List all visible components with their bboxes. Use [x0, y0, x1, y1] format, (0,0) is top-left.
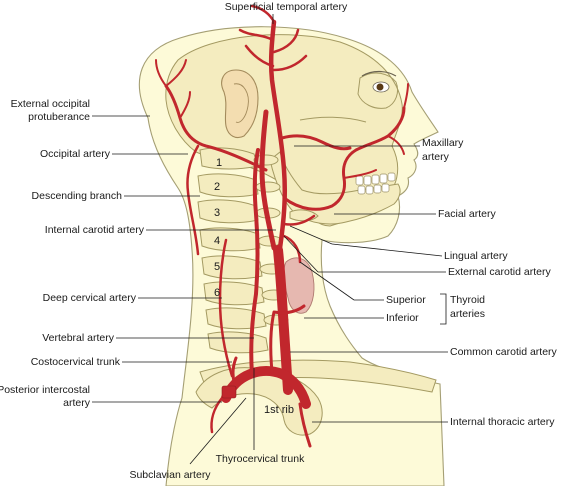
label-deep-cervical-artery: Deep cervical artery	[43, 292, 137, 304]
label-common-carotid-artery: Common carotid artery	[450, 346, 558, 358]
label-maxillary-line1: Maxillary	[422, 137, 464, 149]
label-superficial-temporal-artery: Superficial temporal artery	[225, 1, 348, 13]
subclavian-stub	[221, 385, 237, 399]
label-inferior: Inferior	[386, 312, 419, 324]
label-internal-thoracic-artery: Internal thoracic artery	[450, 416, 555, 428]
common-carotid-artery	[273, 245, 293, 395]
teeth	[355, 172, 396, 195]
ear-inner	[233, 83, 249, 123]
orbit	[357, 72, 399, 109]
label-occipital-artery: Occipital artery	[40, 148, 111, 160]
label-thyroid-line1: Thyroid	[450, 294, 485, 306]
vertebra-number-3: 3	[214, 207, 220, 219]
label-descending-branch: Descending branch	[32, 190, 123, 202]
first-rib-label: 1st rib	[264, 404, 294, 416]
occipital-artery	[164, 84, 268, 172]
label-posterior-intercostal-line1: Posterior intercostal	[0, 384, 90, 396]
maxillary-artery	[280, 134, 352, 151]
label-internal-carotid-artery: Internal carotid artery	[45, 224, 145, 236]
ear	[221, 69, 259, 139]
label-costocervical-trunk: Costocervical trunk	[31, 356, 121, 368]
descending-branch	[186, 144, 200, 256]
external-carotid-artery	[268, 19, 288, 251]
posterior-intercostal-artery	[210, 396, 224, 434]
internal-carotid-artery	[259, 109, 277, 251]
internal-thoracic-artery	[298, 402, 312, 448]
label-subclavian-artery: Subclavian artery	[129, 469, 211, 481]
deep-cervical-artery	[218, 238, 234, 378]
label-vertebral-artery: Vertebral artery	[42, 332, 115, 344]
superficial-temporal-branches	[238, 4, 308, 72]
vertebra-number-1: 1	[216, 157, 222, 169]
label-external-carotid-artery: External carotid artery	[448, 266, 551, 278]
label-external-occipital-line2: protuberance	[28, 111, 90, 123]
label-lingual-artery: Lingual artery	[444, 250, 508, 262]
costocervical-trunk-vessel	[231, 356, 238, 390]
label-posterior-intercostal-line2: artery	[63, 397, 91, 409]
eyebrow	[361, 70, 397, 77]
iris	[376, 83, 384, 91]
vertebra-number-6: 6	[214, 287, 220, 299]
label-thyroid-line2: arteries	[450, 308, 485, 320]
thyrocervical-trunk	[269, 304, 306, 374]
label-external-occipital-line1: External occipital	[11, 98, 90, 110]
label-superior: Superior	[386, 294, 426, 306]
label-facial-artery: Facial artery	[438, 208, 497, 220]
vertebral-artery	[249, 148, 260, 376]
facial-artery	[282, 106, 406, 211]
lingual-artery	[282, 214, 316, 226]
leader-lines	[92, 14, 448, 465]
vertebra-number-2: 2	[214, 181, 220, 193]
facial-branches	[343, 83, 409, 179]
occipital-branches	[155, 59, 191, 119]
zygomatic-arch	[299, 116, 367, 123]
subclavian-artery	[221, 366, 311, 409]
vertebra-number-4: 4	[214, 235, 220, 247]
label-thyrocervical-trunk: Thyrocervical trunk	[216, 453, 305, 465]
label-maxillary-line2: artery	[422, 151, 450, 163]
vertebra-number-5: 5	[214, 261, 220, 273]
superior-thyroid-artery	[282, 234, 302, 264]
